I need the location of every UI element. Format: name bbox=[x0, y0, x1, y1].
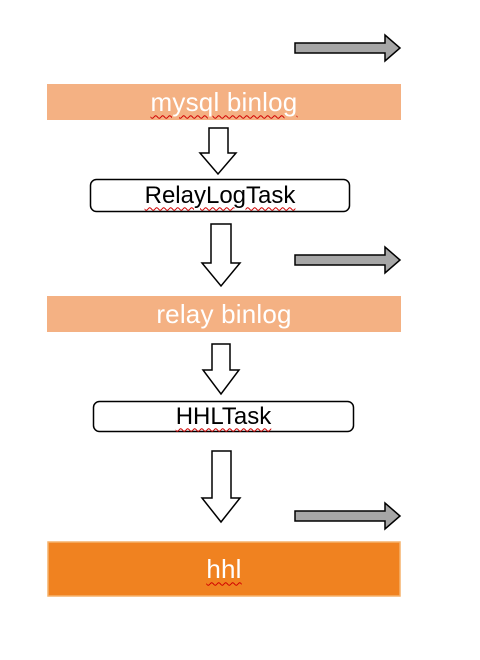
side-arrow-right-2 bbox=[294, 245, 402, 275]
mysql-binlog-band bbox=[47, 84, 401, 120]
relay-binlog-band bbox=[47, 296, 401, 332]
hhltask-box bbox=[92, 400, 355, 433]
relaylogtask-label: RelayLogTask bbox=[144, 181, 296, 209]
hhltask-label: HHLTask bbox=[175, 402, 272, 430]
side-arrow-right-3 bbox=[294, 501, 402, 531]
hhltask-label-wrap: HHLTask bbox=[93, 401, 354, 432]
relaylogtask-box bbox=[89, 178, 351, 213]
hhl-label-wrap: hhl bbox=[48, 542, 400, 596]
mysql-binlog-label-wrap: mysql binlog bbox=[47, 84, 401, 120]
down-arrow-4 bbox=[200, 450, 242, 524]
relay-binlog-label-wrap: relay binlog bbox=[47, 296, 401, 332]
hhl-band bbox=[47, 541, 401, 597]
down-arrow-1 bbox=[198, 127, 238, 176]
down-arrow-2 bbox=[200, 223, 242, 288]
down-arrow-3 bbox=[201, 343, 241, 396]
relaylogtask-label-wrap: RelayLogTask bbox=[90, 179, 350, 212]
hhl-label: hhl bbox=[206, 553, 242, 584]
relay-binlog-label: relay binlog bbox=[156, 298, 292, 329]
mysql-binlog-label: mysql binlog bbox=[150, 86, 298, 117]
side-arrow-right-1 bbox=[294, 33, 402, 63]
